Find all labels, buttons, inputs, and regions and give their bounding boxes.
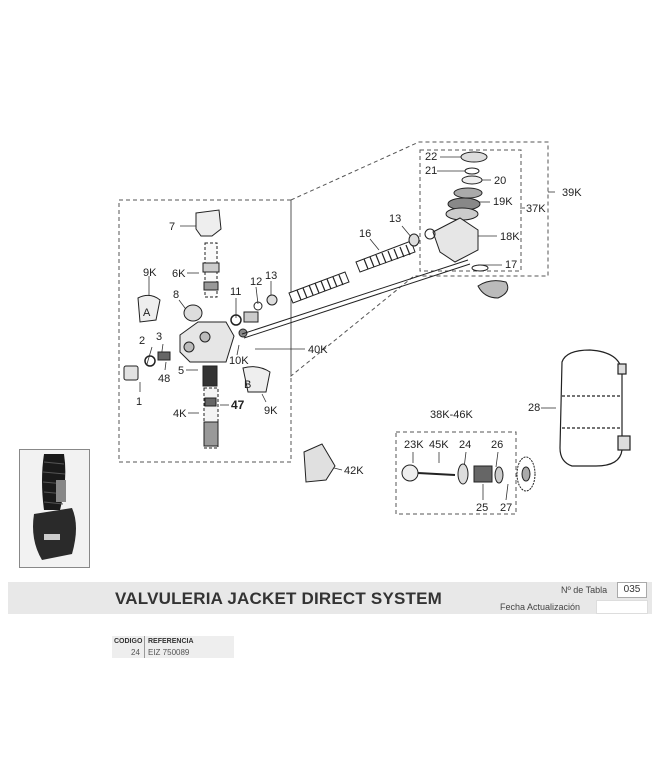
label-39k: 39K [562, 187, 582, 199]
label-40k: 40K [308, 344, 328, 356]
label-45k: 45K [429, 439, 449, 451]
bag-42k [303, 443, 336, 483]
label-38k-46k: 38K-46K [430, 409, 473, 421]
label-5: 5 [178, 365, 184, 377]
label-13-top: 13 [389, 213, 401, 225]
label-6k: 6K [172, 268, 186, 280]
label-16: 16 [359, 228, 371, 240]
label-28: 28 [528, 402, 540, 414]
label-21: 21 [425, 165, 437, 177]
label-9k-b: 9K [264, 405, 278, 417]
label-17: 17 [505, 259, 517, 271]
fecha-value-field [596, 600, 648, 614]
inflator-group-box [395, 431, 517, 515]
corrugated-hose [241, 240, 471, 339]
label-48: 48 [158, 373, 170, 385]
label-24: 24 [459, 439, 471, 451]
label-2: 2 [139, 335, 145, 347]
label-1: 1 [136, 396, 142, 408]
label-20: 20 [494, 175, 506, 187]
label-25: 25 [476, 502, 488, 514]
label-3: 3 [156, 331, 162, 343]
label-a: A [143, 307, 151, 319]
label-8: 8 [173, 289, 179, 301]
label-4k: 4K [173, 408, 187, 420]
page-title: VALVULERIA JACKET DIRECT SYSTEM [115, 589, 443, 608]
product-photo [19, 449, 90, 568]
codes-table [112, 636, 234, 658]
top-valve-box [419, 149, 522, 272]
label-42k: 42K [344, 465, 364, 477]
bladder-28 [559, 349, 631, 467]
label-19k: 19K [493, 196, 513, 208]
direct-system-image [20, 450, 89, 567]
valve-body-parts [123, 209, 278, 449]
inflator-parts [401, 456, 536, 492]
label-18k: 18K [500, 231, 520, 243]
codigo-header: CODIGO [114, 638, 143, 645]
tabla-label: Nº de Tabla [561, 585, 608, 595]
label-37k: 37K [526, 203, 546, 215]
referencia-header: REFERENCIA [148, 638, 194, 645]
label-47: 47 [231, 398, 245, 412]
exploded-parts-diagram: 22 21 20 19K 37K 39K 13 16 18K 17 7 9K 6… [118, 141, 631, 515]
title-bar [8, 582, 652, 614]
label-13: 13 [265, 270, 277, 282]
label-b: B [244, 379, 251, 391]
referencia-value: EIZ 750089 [148, 648, 190, 657]
label-22: 22 [425, 151, 437, 163]
label-7: 7 [169, 221, 175, 233]
label-26: 26 [491, 439, 503, 451]
hose-group-box [290, 141, 549, 378]
top-valve-parts [408, 151, 509, 299]
label-12: 12 [250, 276, 262, 288]
label-27: 27 [500, 502, 512, 514]
tabla-value: 035 [617, 582, 647, 598]
label-10k: 10K [229, 355, 249, 367]
label-11: 11 [230, 286, 241, 298]
valve-group-box [118, 199, 292, 463]
codigo-value: 24 [131, 648, 140, 657]
fecha-label: Fecha Actualización [500, 602, 581, 612]
label-23k: 23K [404, 439, 424, 451]
codes-divider [144, 636, 145, 658]
label-9k-a: 9K [143, 267, 157, 279]
